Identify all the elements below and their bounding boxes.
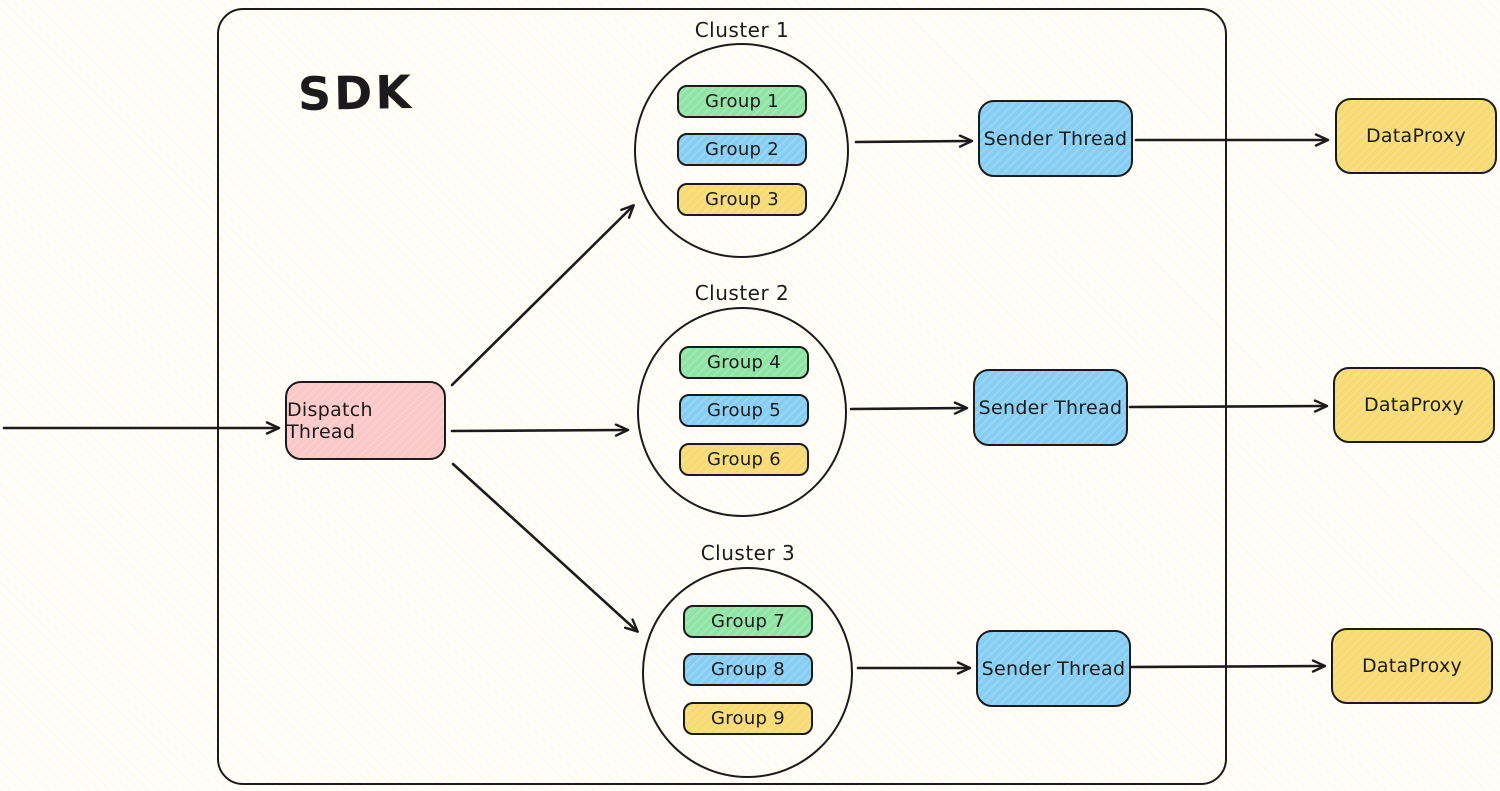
cluster-3-label: Cluster 3 — [700, 541, 796, 565]
group-9-label: Group 9 — [710, 708, 786, 729]
sender-thread-1-node[interactable]: Sender Thread — [978, 100, 1133, 177]
sender-thread-1-label: Sender Thread — [983, 127, 1128, 150]
group-3-label: Group 3 — [704, 189, 780, 210]
dataproxy-3-label: DataProxy — [1361, 655, 1463, 677]
group-4-label: Group 4 — [706, 352, 782, 373]
group-2-label: Group 2 — [704, 139, 780, 160]
group-6-label: Group 6 — [706, 449, 782, 470]
group-1-label: Group 1 — [704, 91, 780, 112]
dispatch-thread-label: Dispatch Thread — [287, 398, 373, 443]
dataproxy-1-node[interactable]: DataProxy — [1335, 98, 1497, 174]
dispatch-thread-node[interactable]: Dispatch Thread — [285, 381, 446, 460]
sdk-container-box[interactable] — [217, 8, 1227, 785]
group-8-node[interactable]: Group 8 — [683, 653, 813, 686]
sender-thread-2-label: Sender Thread — [978, 396, 1123, 419]
group-5-node[interactable]: Group 5 — [679, 394, 809, 427]
group-1-node[interactable]: Group 1 — [677, 85, 807, 118]
group-8-label: Group 8 — [710, 659, 786, 680]
group-3-node[interactable]: Group 3 — [677, 183, 807, 216]
dataproxy-3-node[interactable]: DataProxy — [1331, 628, 1493, 704]
dataproxy-2-node[interactable]: DataProxy — [1333, 367, 1495, 443]
group-2-node[interactable]: Group 2 — [677, 133, 807, 166]
group-5-label: Group 5 — [706, 400, 782, 421]
group-6-node[interactable]: Group 6 — [679, 443, 809, 476]
group-9-node[interactable]: Group 9 — [683, 702, 813, 735]
dataproxy-1-label: DataProxy — [1365, 125, 1467, 147]
cluster-1-label: Cluster 1 — [694, 18, 790, 42]
group-7-node[interactable]: Group 7 — [683, 605, 813, 638]
cluster-2-label: Cluster 2 — [694, 281, 790, 305]
sdk-label: SDK — [297, 64, 415, 122]
cluster-1-circle[interactable] — [634, 43, 849, 258]
sender-thread-3-node[interactable]: Sender Thread — [976, 630, 1131, 707]
group-4-node[interactable]: Group 4 — [679, 346, 809, 379]
cluster-3-circle[interactable] — [642, 567, 853, 778]
group-7-label: Group 7 — [710, 611, 786, 632]
cluster-2-circle[interactable] — [637, 307, 847, 517]
sender-thread-3-label: Sender Thread — [981, 657, 1126, 680]
sender-thread-2-node[interactable]: Sender Thread — [973, 369, 1128, 446]
dataproxy-2-label: DataProxy — [1363, 394, 1465, 416]
